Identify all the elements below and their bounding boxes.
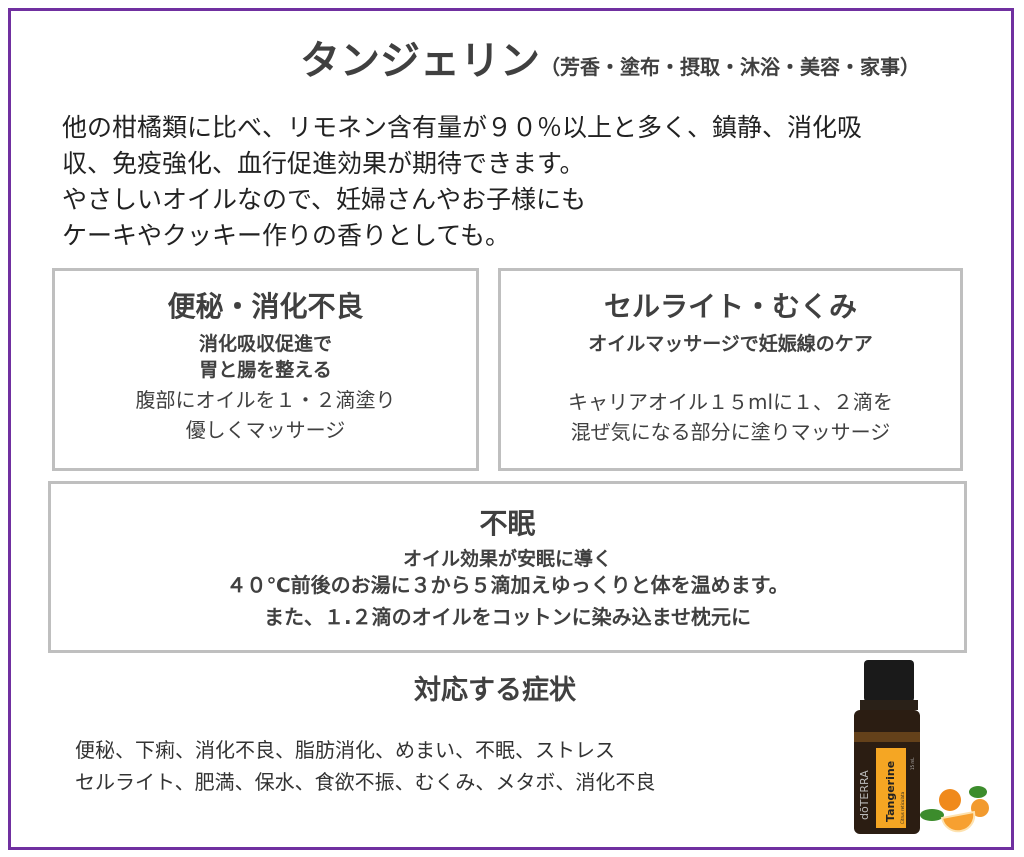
box-cellulite: セルライト・むくみ オイルマッサージで妊娠線のケア キャリアオイル１５mlに１、… [498, 268, 963, 471]
box-subheading: ４０℃前後のお湯に３から５滴加えゆっくりと体を温めます。 [226, 573, 789, 597]
tangerine-fruit-icon [939, 789, 961, 811]
title-sub: （芳香・塗布・摂取・沐浴・美容・家事） [540, 55, 920, 79]
box-heading: セルライト・むくみ [603, 290, 858, 323]
box-subheading: また、１.２滴のオイルをコットンに染み込ませ枕元に [264, 605, 751, 629]
box-text: 腹部にオイルを１・２滴塗り [135, 388, 396, 412]
box-insomnia: 不眠 オイル効果が安眠に導く ４０℃前後のお湯に３から５滴加えゆっくりと体を温め… [48, 481, 967, 653]
box-subheading: オイル効果が安眠に導く [402, 548, 612, 570]
box-text: キャリアオイル１５mlに１、２滴を [567, 390, 894, 414]
title-main: タンジェリン [300, 38, 540, 84]
intro-line: 他の柑橘類に比べ、リモネン含有量が９０％以上と多く、鎮静、消化吸 [62, 113, 863, 142]
intro-line: ケーキやクッキー作りの香りとしても。 [62, 221, 511, 250]
bottle-size: 15 mL [910, 757, 915, 770]
box-subheading: オイルマッサージで妊娠線のケア [588, 333, 873, 355]
symptoms-line: 便秘、下痢、消化不良、脂肪消化、めまい、不眠、ストレス [75, 738, 615, 762]
symptoms-line: セルライト、肥満、保水、食欲不振、むくみ、メタボ、消化不良 [75, 770, 656, 794]
box-constipation: 便秘・消化不良 消化吸収促進で 胃と腸を整える 腹部にオイルを１・２滴塗り 優し… [52, 268, 479, 471]
symptoms-heading: 対応する症状 [414, 675, 576, 706]
page-title: タンジェリン（芳香・塗布・摂取・沐浴・美容・家事） [300, 28, 920, 86]
box-text: 優しくマッサージ [185, 418, 346, 442]
bottle-brand: dōTERRA [858, 770, 871, 820]
box-text: 混ぜ気になる部分に塗りマッサージ [570, 420, 891, 444]
intro-line: やさしいオイルなので、妊婦さんやお子様にも [62, 185, 587, 214]
intro-text: 他の柑橘類に比べ、リモネン含有量が９０％以上と多く、鎮静、消化吸 収、免疫強化、… [62, 110, 862, 254]
intro-line: 収、免疫強化、血行促進効果が期待できます。 [62, 149, 585, 178]
bottle-latin: Citrus reticulata [900, 791, 905, 824]
box-heading: 不眠 [479, 507, 536, 540]
box-subheading: 消化吸収促進で [198, 333, 332, 355]
box-heading: 便秘・消化不良 [167, 290, 364, 323]
symptoms-list: 便秘、下痢、消化不良、脂肪消化、めまい、不眠、ストレス セルライト、肥満、保水、… [75, 734, 655, 798]
page-frame [8, 8, 1014, 850]
tangerine-bottle-image: dōTERRA Tangerine Citrus reticulata 15 m… [854, 660, 989, 834]
bottle-label: Tangerine [884, 761, 897, 822]
box-subheading: 胃と腸を整える [199, 359, 332, 381]
